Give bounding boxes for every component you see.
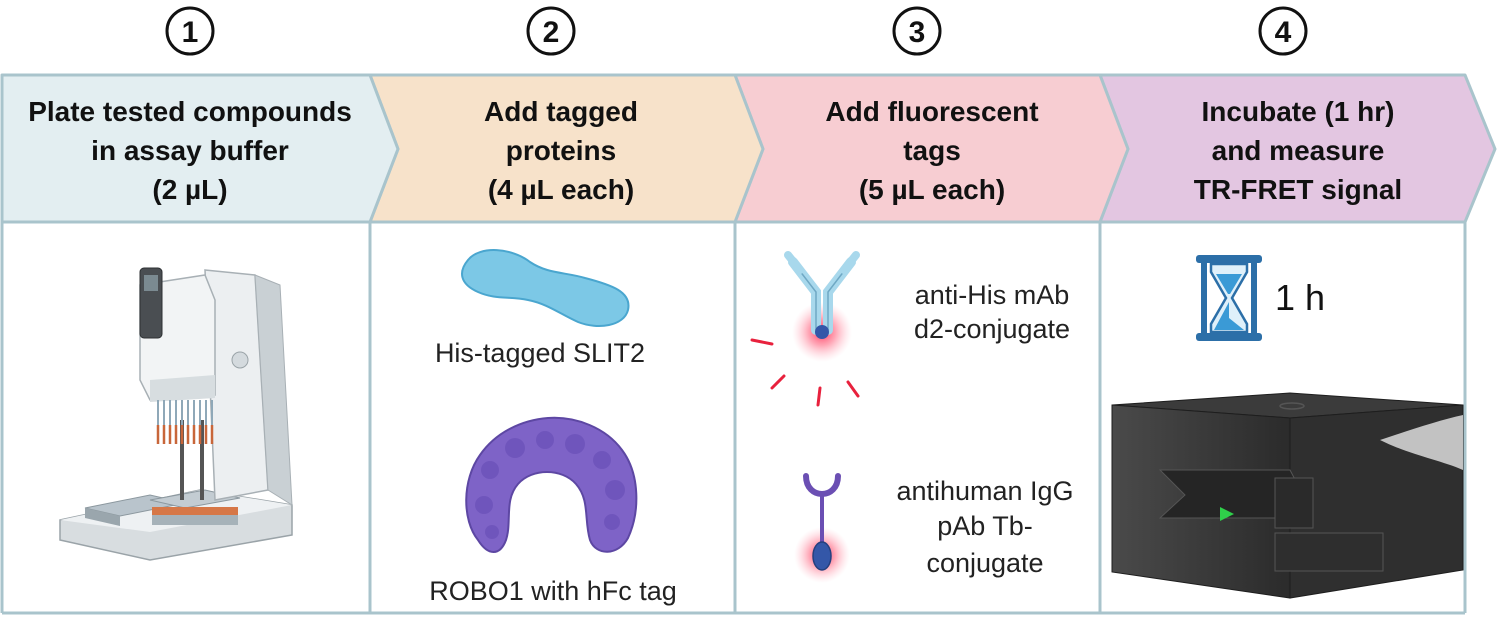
- pipetting-robot-icon: [59, 267, 293, 561]
- step-4-title-line-3: TR-FRET signal: [1194, 174, 1402, 205]
- step-header-2-title: Add tagged proteins (4 µL each): [484, 96, 638, 205]
- step-number-2-text: 2: [543, 16, 560, 49]
- step-2-title-line-3: (4 µL each): [488, 174, 634, 205]
- step-4-title-line-2: and measure: [1212, 135, 1385, 166]
- step-3-title-line-3: (5 µL each): [859, 174, 1005, 205]
- step-number-2: 2: [526, 6, 576, 56]
- step-header-3-title: Add fluorescent tags (5 µL each): [825, 96, 1038, 205]
- step-2-title-line-2: proteins: [506, 135, 616, 166]
- slit2-label: His-tagged SLIT2: [435, 338, 645, 368]
- step-3-title-line-1: Add fluorescent: [825, 96, 1038, 127]
- step-2-title-line-1: Add tagged: [484, 96, 638, 127]
- step-4-title-line-1: Incubate (1 hr): [1202, 96, 1395, 127]
- d2-antibody-label-line-1: anti-His mAb: [915, 280, 1070, 310]
- step-1-title-line-2: in assay buffer: [91, 135, 289, 166]
- robo1-protein-icon: [465, 416, 638, 553]
- step-number-3: 3: [892, 6, 942, 56]
- step-number-4: 4: [1258, 6, 1308, 56]
- step-header-1-title: Plate tested compounds in assay buffer (…: [28, 96, 352, 205]
- step-1-title-line-1: Plate tested compounds: [28, 96, 352, 127]
- plate-reader-icon: [1111, 392, 1464, 599]
- tb-antibody-icon: [794, 473, 850, 583]
- tb-antibody-label-line-1: antihuman IgG: [896, 476, 1073, 506]
- content-panels: [0, 222, 1467, 615]
- robo1-label: ROBO1 with hFc tag: [429, 576, 677, 606]
- step-3-title-line-2: tags: [903, 135, 961, 166]
- step-number-4-text: 4: [1275, 16, 1292, 49]
- step-header-4-title: Incubate (1 hr) and measure TR-FRET sign…: [1194, 96, 1402, 205]
- tb-antibody-label-line-2: pAb Tb-: [937, 511, 1033, 541]
- tb-antibody-label-line-3: conjugate: [926, 548, 1043, 578]
- step-number-1-text: 1: [182, 16, 199, 49]
- d2-antibody-icon: [750, 251, 860, 407]
- d2-antibody-label-line-2: d2-conjugate: [914, 314, 1070, 344]
- step-header-1-shape: [0, 73, 400, 224]
- step-number-3-text: 3: [909, 16, 926, 49]
- step-number-1: 1: [165, 6, 215, 56]
- timer-label: 1 h: [1275, 277, 1325, 318]
- hourglass-icon: [1196, 255, 1262, 341]
- step-1-title-line-3: (2 µL): [152, 174, 227, 205]
- slit2-protein-icon: [461, 249, 630, 327]
